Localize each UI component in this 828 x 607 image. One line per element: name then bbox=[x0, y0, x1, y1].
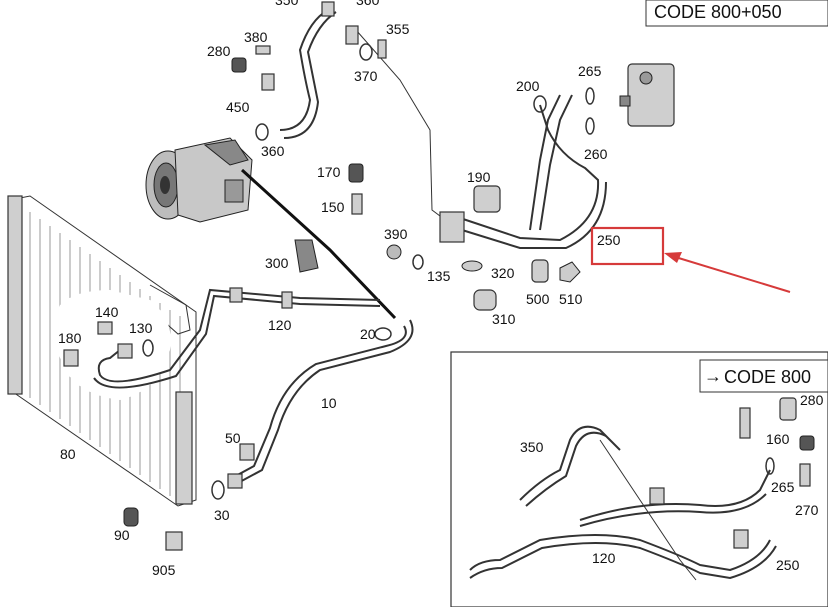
label-200: 200 bbox=[516, 78, 540, 94]
label-140: 140 bbox=[95, 304, 119, 320]
label-150: 150 bbox=[321, 199, 345, 215]
inset-label-265: 265 bbox=[771, 479, 795, 495]
compressor bbox=[145, 137, 253, 223]
hose-120 bbox=[93, 287, 381, 389]
code-label-top: CODE 800+050 bbox=[654, 2, 782, 22]
condenser-cutout bbox=[56, 290, 171, 400]
label-260: 260 bbox=[584, 146, 608, 162]
label-90: 90 bbox=[114, 527, 130, 543]
code-box-top bbox=[645, 0, 828, 27]
label-355: 355 bbox=[386, 21, 410, 37]
code-label-inset: → CODE 800 bbox=[704, 366, 811, 387]
label-370: 370 bbox=[354, 68, 378, 84]
label-265: 265 bbox=[578, 63, 602, 79]
arrow-glyph: → bbox=[704, 366, 722, 386]
label-10: 10 bbox=[321, 395, 337, 411]
code-inset-text: CODE 800 bbox=[724, 367, 811, 387]
label-390: 390 bbox=[384, 226, 408, 242]
inset-label-350: 350 bbox=[520, 439, 544, 455]
label-180: 180 bbox=[58, 330, 82, 346]
label-50: 50 bbox=[225, 430, 241, 446]
label-80: 80 bbox=[60, 446, 76, 462]
label-350-top: 350 bbox=[275, 0, 299, 8]
label-450: 450 bbox=[226, 99, 250, 115]
highlight-box bbox=[590, 226, 665, 266]
label-510: 510 bbox=[559, 291, 583, 307]
line-250 bbox=[439, 94, 607, 249]
small-parts bbox=[63, 1, 675, 551]
part-labels: 350 360 380 355 280 370 450 360 200 265 … bbox=[58, 0, 824, 578]
label-170: 170 bbox=[317, 164, 341, 180]
inset-label-270: 270 bbox=[795, 502, 819, 518]
inset-label-160: 160 bbox=[766, 431, 790, 447]
label-135: 135 bbox=[427, 268, 451, 284]
label-380: 380 bbox=[244, 29, 268, 45]
hose-10 bbox=[227, 319, 414, 489]
label-310: 310 bbox=[492, 311, 516, 327]
inset-label-120: 120 bbox=[592, 550, 616, 566]
label-500: 500 bbox=[526, 291, 550, 307]
label-130: 130 bbox=[129, 320, 153, 336]
label-300: 300 bbox=[265, 255, 289, 271]
inset-panel bbox=[450, 351, 828, 607]
label-360-top: 360 bbox=[356, 0, 380, 8]
label-280: 280 bbox=[207, 43, 231, 59]
label-120: 120 bbox=[268, 317, 292, 333]
label-320: 320 bbox=[491, 265, 515, 281]
suction-line bbox=[279, 9, 449, 223]
highlight-arrow bbox=[664, 252, 791, 293]
label-360: 360 bbox=[261, 143, 285, 159]
label-30: 30 bbox=[214, 507, 230, 523]
inset-label-280: 280 bbox=[800, 392, 824, 408]
label-190: 190 bbox=[467, 169, 491, 185]
inset-label-250: 250 bbox=[776, 557, 800, 573]
label-905: 905 bbox=[152, 562, 176, 578]
label-250: 250 bbox=[597, 232, 621, 248]
inset-hoses bbox=[469, 397, 815, 581]
label-20: 20 bbox=[360, 326, 376, 342]
hose-20 bbox=[240, 168, 397, 320]
